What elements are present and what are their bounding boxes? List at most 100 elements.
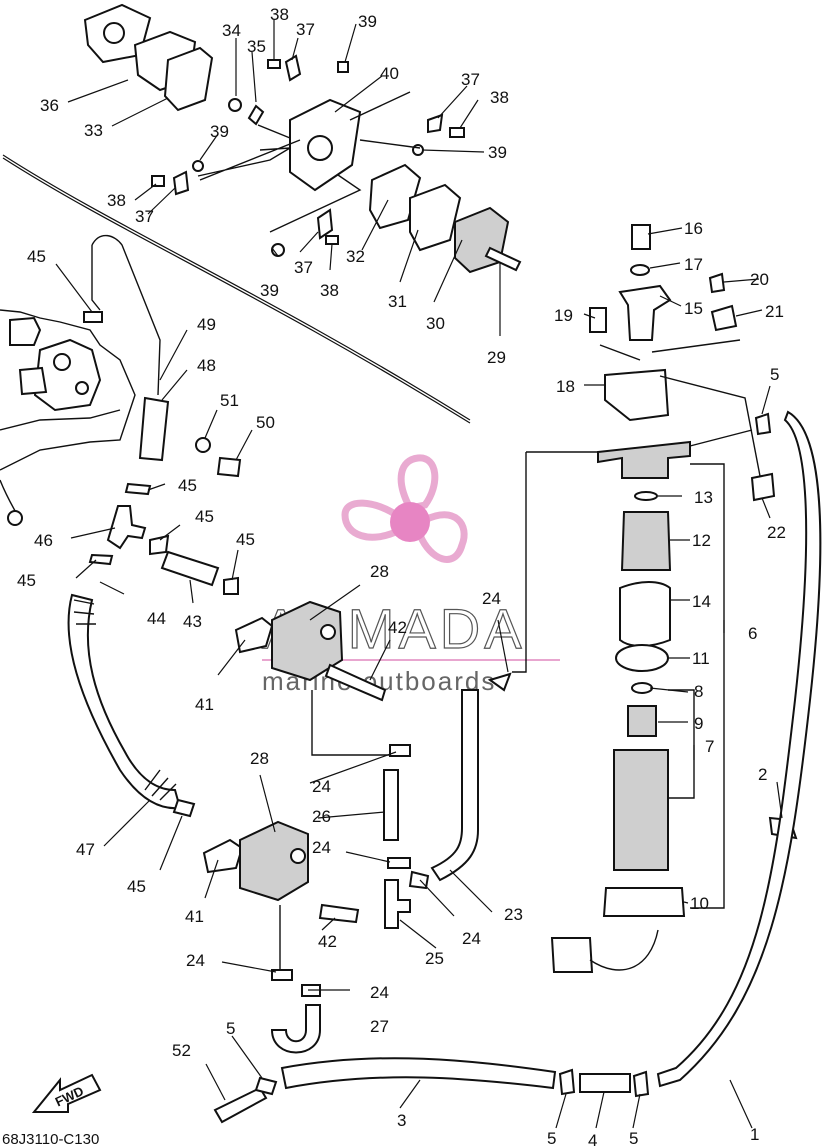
callout-39: 39: [488, 143, 507, 162]
upper-fuel-pump-assembly: [83, 3, 522, 274]
callout-11: 11: [692, 649, 710, 668]
callout-45: 45: [127, 877, 146, 896]
callout-38: 38: [270, 5, 289, 24]
callout-52: 52: [172, 1041, 191, 1060]
callout-50: 50: [256, 413, 275, 432]
callout-24: 24: [312, 838, 331, 857]
part-41-gasket: [234, 616, 274, 654]
callout-27: 27: [370, 1017, 389, 1036]
callout-39: 39: [358, 12, 377, 31]
part-7-bowl: [613, 749, 669, 871]
sensor-connector: [550, 937, 594, 973]
part-32-diaphragm: [368, 163, 422, 230]
callout-40: 40: [380, 64, 399, 83]
callout-17: 17: [684, 255, 703, 274]
callout-labels: 1 2 3 4 5 5 5 5 6 7 8 9 10 11 12 13 14 1…: [17, 5, 786, 1148]
callout-6: 6: [748, 624, 757, 643]
part-11-oring: [615, 644, 669, 672]
callout-10: 10: [690, 894, 709, 913]
callout-37: 37: [135, 207, 154, 226]
callout-42: 42: [388, 618, 407, 637]
part-26-hose: [383, 769, 399, 841]
callout-45: 45: [178, 476, 197, 495]
leader-lines: [55, 20, 783, 1129]
callout-45: 45: [236, 530, 255, 549]
callout-24: 24: [482, 589, 501, 608]
part-15-bracket: [618, 284, 672, 341]
callout-31: 31: [388, 292, 407, 311]
callout-5: 5: [226, 1019, 235, 1038]
callout-24: 24: [462, 929, 481, 948]
callout-41: 41: [195, 695, 214, 714]
callout-14: 14: [692, 592, 711, 611]
callout-20: 20: [750, 270, 769, 289]
part-1-hose: [656, 410, 822, 1088]
callout-24: 24: [370, 983, 389, 1002]
callout-45: 45: [27, 247, 46, 266]
part-31-diaphragm: [409, 183, 462, 252]
callout-38: 38: [107, 191, 126, 210]
part-27-hose: [270, 1004, 321, 1054]
callout-5: 5: [629, 1129, 638, 1148]
callout-13: 13: [694, 488, 713, 507]
propeller-hub: [390, 502, 430, 542]
callout-30: 30: [426, 314, 445, 333]
part-48-hose: [138, 396, 170, 462]
callout-39: 39: [260, 281, 279, 300]
callout-4: 4: [588, 1131, 597, 1148]
propeller-blade-right: [416, 511, 468, 563]
callout-5: 5: [547, 1129, 556, 1148]
callout-48: 48: [197, 356, 216, 375]
callout-37: 37: [461, 70, 480, 89]
part-28b-pump: [239, 820, 309, 902]
callout-12: 12: [692, 531, 711, 550]
left-hoses: FWD: [31, 234, 278, 1124]
part-41b-gasket: [202, 838, 244, 874]
part-4-fitting: [579, 1073, 631, 1093]
callout-39: 39: [210, 122, 229, 141]
callout-29: 29: [487, 348, 506, 367]
callout-35: 35: [247, 37, 266, 56]
propeller-blade-left: [341, 499, 404, 541]
callout-5: 5: [770, 365, 779, 384]
part-12-element: [620, 511, 672, 571]
callout-38: 38: [490, 88, 509, 107]
part-25-tee: [384, 879, 411, 929]
center-hoses: [270, 672, 557, 1090]
callout-9: 9: [694, 714, 703, 733]
callout-24: 24: [186, 951, 205, 970]
callout-36: 36: [40, 96, 59, 115]
callout-44: 44: [147, 609, 166, 628]
propeller-logo: [341, 454, 468, 563]
callout-15: 15: [684, 299, 703, 318]
callout-49: 49: [197, 315, 216, 334]
callout-28: 28: [250, 749, 269, 768]
part-46-tee-fitting: [106, 505, 147, 550]
callout-24: 24: [312, 777, 331, 796]
part-33b-plate: [163, 46, 214, 112]
propeller-blade-top: [397, 454, 439, 512]
callout-42: 42: [318, 932, 337, 951]
callout-22: 22: [767, 523, 786, 542]
callout-37: 37: [294, 258, 313, 277]
callout-46: 46: [34, 531, 53, 550]
part-52-fitting: [213, 1086, 268, 1124]
callout-18: 18: [556, 377, 575, 396]
callout-47: 47: [76, 840, 95, 859]
engine-block: [0, 154, 471, 526]
callout-3: 3: [397, 1111, 406, 1130]
part-18-bracket: [604, 368, 670, 422]
part-14-spring: [619, 581, 671, 647]
callout-23: 23: [504, 905, 523, 924]
callout-34: 34: [222, 21, 241, 40]
diagram-code: 68J3110-C130: [2, 1131, 99, 1148]
callout-25: 25: [425, 949, 444, 968]
callout-19: 19: [554, 306, 573, 325]
callout-21: 21: [765, 302, 784, 321]
callout-26: 26: [312, 807, 331, 826]
callout-8: 8: [694, 682, 703, 701]
callout-37: 37: [296, 20, 315, 39]
callout-51: 51: [220, 391, 239, 410]
callout-32: 32: [346, 247, 365, 266]
